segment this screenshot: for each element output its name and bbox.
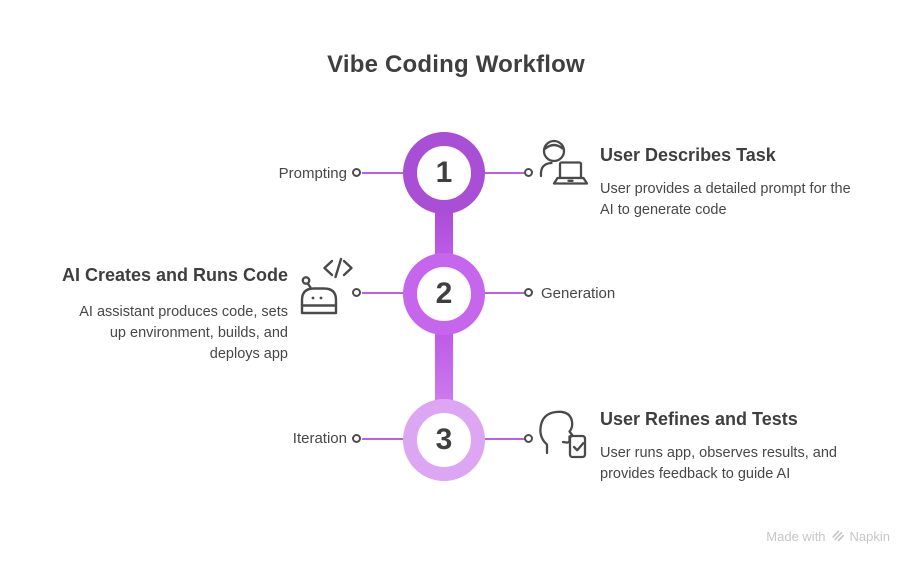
step-circle-3: 3 [403,399,485,481]
step-number-1: 1 [435,156,453,189]
connector-line [484,292,526,294]
watermark-brand: Napkin [849,529,890,544]
user-with-laptop-icon [537,138,591,196]
step-circle-1: 1 [403,132,485,214]
connector-dot [352,288,361,297]
step-description-2: AI assistant produces code, sets up envi… [79,304,288,362]
robot-code-icon [292,253,358,319]
step-label-generation: Generation [541,285,616,302]
connector-line [362,172,404,174]
vertical-connector-2-3 [435,329,453,405]
step-label-prompting: Prompting [278,165,347,182]
step-description-3: User runs app, observes results, and pro… [600,445,837,482]
step-heading-3: User Refines and Tests [600,409,798,429]
connector-dot [524,434,533,443]
step-circle-2: 2 [403,253,485,335]
vertical-connector-1-2 [435,208,453,258]
connector-dot [524,168,533,177]
connector-line [362,438,404,440]
connector-dot [524,288,533,297]
connector-line [484,438,526,440]
napkin-logo-icon [831,528,845,545]
step-description-1: User provides a detailed prompt for the … [600,181,851,218]
head-check-icon [536,404,594,460]
watermark: Made with Napkin [766,528,890,545]
step-number-2: 2 [435,277,453,310]
step-number-3: 3 [435,423,453,456]
step-heading-2: AI Creates and Runs Code [61,265,288,285]
step-label-iteration: Iteration [292,430,347,447]
connector-dot [352,434,361,443]
diagram-title: Vibe Coding Workflow [327,51,585,78]
connector-dot [352,168,361,177]
connector-line [484,172,526,174]
step-heading-1: User Describes Task [600,145,776,165]
watermark-text: Made with [766,529,826,544]
connector-line [362,292,404,294]
